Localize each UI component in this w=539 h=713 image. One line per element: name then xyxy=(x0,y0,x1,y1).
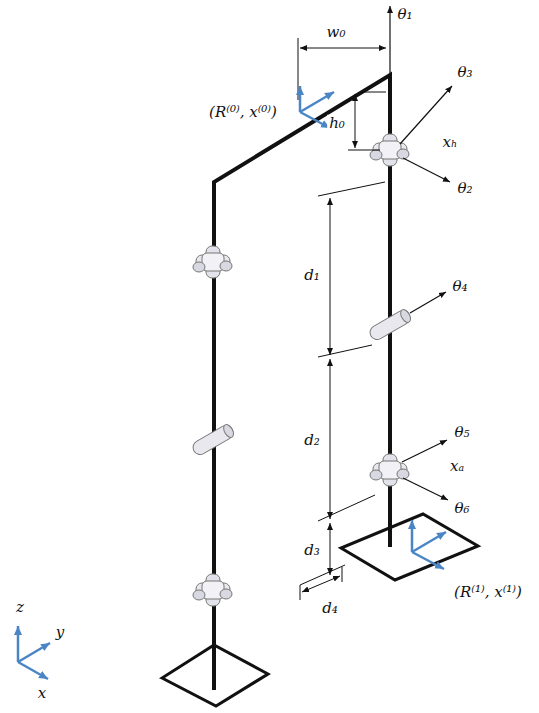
axis-label: x xyxy=(36,685,48,702)
joint-angle: θ₄ xyxy=(450,278,469,295)
axis-label: y xyxy=(54,624,66,641)
joint-angle: θ₁ xyxy=(395,6,414,23)
dimension-label: h₀ xyxy=(327,115,347,132)
axis-label: z xyxy=(14,599,26,616)
point-label: xₕ xyxy=(441,134,460,151)
dimension-label: d₂ xyxy=(302,432,322,449)
joint-angle: θ₅ xyxy=(452,424,471,441)
frame-label: (R⁽⁰⁾, x⁽⁰⁾) xyxy=(207,104,279,121)
dimension-label: d₃ xyxy=(302,542,322,559)
point-label: xₐ xyxy=(448,458,466,475)
joint-angle: θ₃ xyxy=(455,64,474,81)
dimension-label: d₁ xyxy=(302,267,322,284)
frame-label: (R⁽¹⁾, x⁽¹⁾) xyxy=(452,584,524,601)
joint-angle: θ₂ xyxy=(455,180,474,197)
dimension-label: d₄ xyxy=(320,600,340,617)
joint-angle: θ₆ xyxy=(452,500,471,517)
dimension-label: w₀ xyxy=(325,24,348,41)
